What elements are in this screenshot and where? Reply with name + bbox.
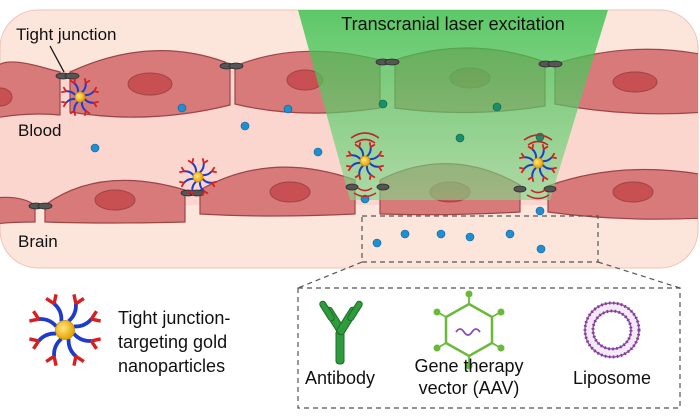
gold-nanoparticle	[61, 78, 99, 116]
nucleus	[0, 87, 13, 107]
zoom-guide-left	[297, 261, 363, 289]
tight-junctions	[28, 58, 563, 210]
zoom-region	[361, 215, 599, 263]
legend-line-3: nanoparticles	[118, 356, 225, 376]
antibody-label: Antibody	[305, 368, 375, 388]
gold-nanoparticle	[346, 142, 384, 180]
cargo-particles-in-laser	[378, 99, 545, 143]
tight-junction	[28, 202, 53, 210]
liposome-icon	[583, 301, 641, 359]
tight-junction-pointer	[49, 45, 65, 73]
nucleus	[269, 181, 311, 203]
nucleus	[94, 189, 136, 211]
brain-label: Brain	[18, 232, 58, 251]
tight-junction	[219, 62, 244, 70]
legend-line-1: Tight junction-	[118, 308, 230, 328]
nucleus	[612, 181, 654, 203]
nucleus	[127, 72, 173, 96]
gold-nanoparticle	[179, 158, 217, 196]
aav-label-line-2: vector (AAV)	[419, 378, 520, 398]
tight-junction	[513, 185, 557, 193]
liposome-label: Liposome	[573, 368, 651, 388]
legend-line-2: targeting gold	[118, 332, 227, 352]
nanoparticles	[61, 78, 557, 196]
upper-cell	[0, 61, 61, 119]
laser-label: Transcranial laser excitation	[341, 14, 564, 34]
heat-waves	[350, 132, 553, 200]
gold-nanoparticle	[29, 294, 101, 366]
tight-junction	[375, 58, 400, 66]
lower-cell	[0, 196, 36, 225]
nucleus	[612, 71, 658, 93]
blood-label: Blood	[18, 121, 61, 140]
nanoparticle-legend-icon	[29, 294, 101, 366]
antibody-icon	[319, 300, 363, 365]
laser-beam	[298, 10, 608, 200]
tight-junction-label: Tight junction	[16, 25, 116, 44]
tight-junction	[55, 72, 80, 80]
tight-junction	[345, 183, 390, 191]
gold-nanoparticle	[519, 144, 557, 182]
tight-junction	[538, 60, 563, 68]
aav-label-line-1: Gene therapy	[414, 356, 523, 376]
cargo-particles	[90, 103, 546, 254]
aav-icon	[433, 290, 505, 370]
